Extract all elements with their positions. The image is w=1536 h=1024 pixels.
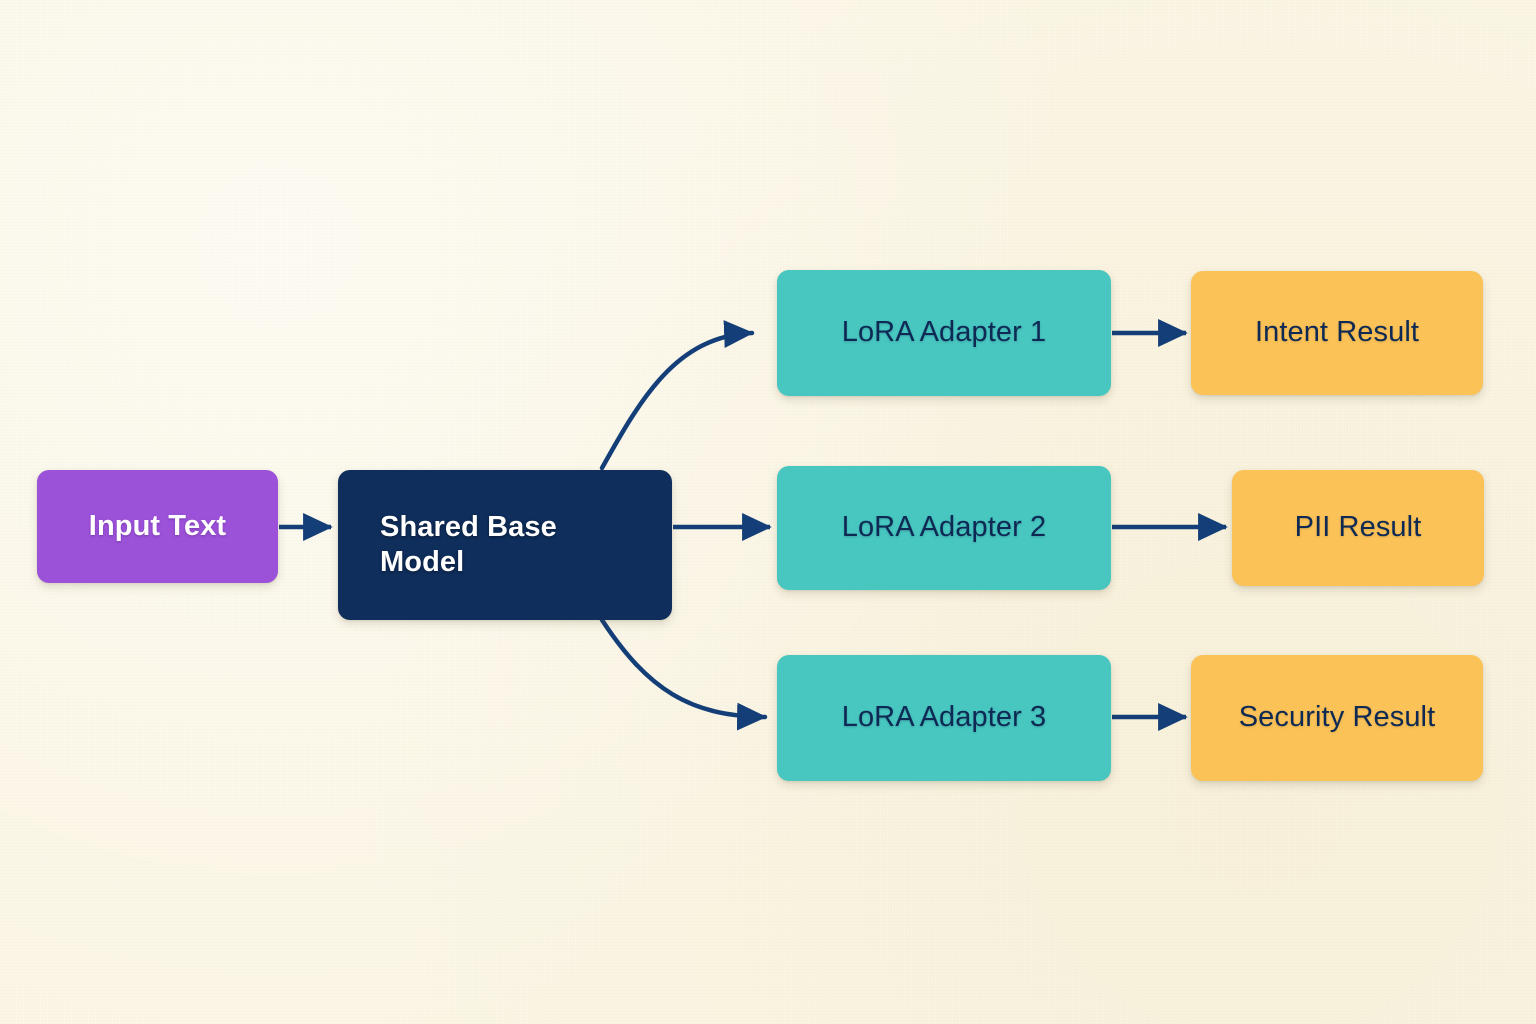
node-shared-base-model[interactable]: Shared Base Model <box>338 470 672 620</box>
node-lora-adapter-2[interactable]: LoRA Adapter 2 <box>777 466 1111 590</box>
node-lora-adapter-3[interactable]: LoRA Adapter 3 <box>777 655 1111 781</box>
node-pii-result-label: PII Result <box>1294 511 1422 544</box>
edge-base-to-adapter3 <box>599 617 768 731</box>
node-input-text[interactable]: Input Text <box>37 470 278 583</box>
node-security-result-label: Security Result <box>1238 701 1436 734</box>
node-lora-adapter-1[interactable]: LoRA Adapter 1 <box>777 270 1111 396</box>
node-lora-adapter-2-label: LoRA Adapter 2 <box>841 511 1047 544</box>
node-intent-result-label: Intent Result <box>1254 316 1420 349</box>
node-intent-result[interactable]: Intent Result <box>1191 271 1483 395</box>
node-lora-adapter-3-label: LoRA Adapter 3 <box>841 701 1047 734</box>
edge-base-to-adapter1 <box>599 320 755 471</box>
node-input-text-label: Input Text <box>88 509 227 542</box>
node-security-result[interactable]: Security Result <box>1191 655 1483 781</box>
node-lora-adapter-1-label: LoRA Adapter 1 <box>841 316 1047 349</box>
node-pii-result[interactable]: PII Result <box>1232 470 1484 586</box>
node-shared-base-model-label: Shared Base Model <box>380 510 557 578</box>
